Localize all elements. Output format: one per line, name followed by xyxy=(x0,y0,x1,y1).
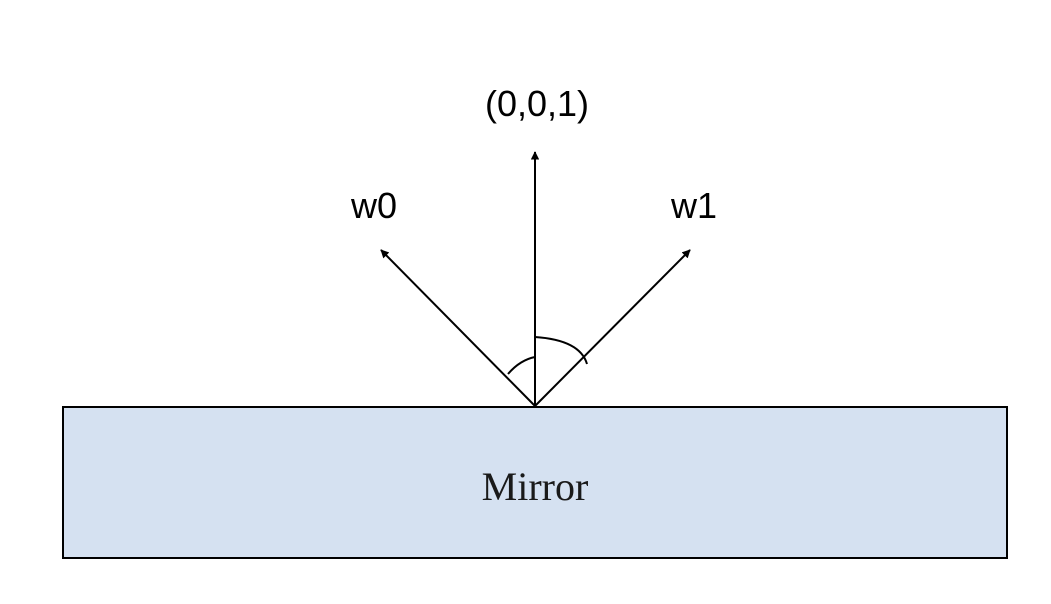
w1-vector-arrow xyxy=(534,249,691,407)
mirror-surface xyxy=(62,406,1008,559)
incident-angle-arc xyxy=(507,356,536,375)
w0-vector-arrow xyxy=(380,249,536,407)
mirror-label: Mirror xyxy=(482,464,589,509)
reflection-angle-arc xyxy=(534,336,588,365)
w1-vector-label: w1 xyxy=(670,185,717,226)
normal-vector-label: (0,0,1) xyxy=(485,83,589,124)
w0-vector-label: w0 xyxy=(350,185,397,226)
